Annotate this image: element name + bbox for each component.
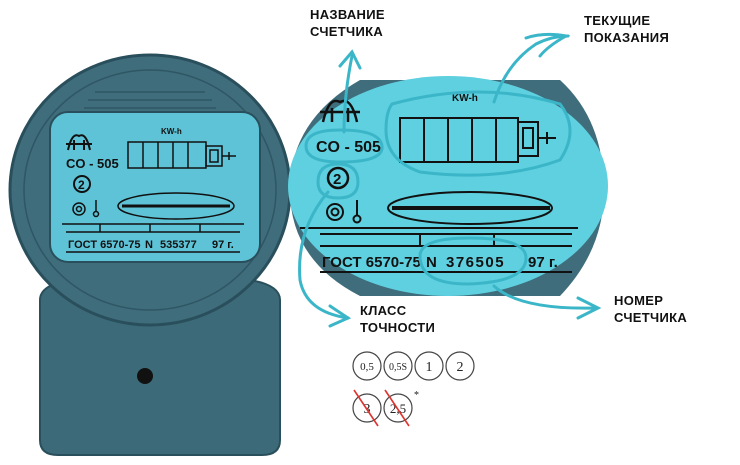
unit-label-small: KW-h <box>161 127 182 136</box>
arrow-head-accuracy-icon <box>328 304 352 328</box>
callout-line: СЧЕТЧИКА <box>310 24 384 39</box>
counter-register-zoom <box>399 117 556 163</box>
class-badge-zoom <box>326 166 350 190</box>
meter-display-zoom: KW-h CO - 505 2 <box>288 76 608 296</box>
class-circle-label: 1 <box>426 360 433 375</box>
accuracy-classes: 0,5 0,5S 1 2 3 2,5 * <box>352 351 475 427</box>
highlight-model-loop <box>304 128 384 164</box>
class-circle <box>445 351 475 381</box>
class-circle <box>414 351 444 381</box>
meter-display-small: KW-h CO - 505 2 <box>49 111 261 263</box>
arrow-to-readings <box>492 34 570 104</box>
standard-zoom: ГОСТ 6570-75 <box>322 254 421 271</box>
class-circle-crossed <box>352 393 382 423</box>
class-circle <box>352 351 382 381</box>
disc-window-zoom <box>387 191 553 225</box>
callout-line: ПОКАЗАНИЯ <box>584 30 670 45</box>
class-circle-label: 2 <box>457 360 464 375</box>
annotation-strokes <box>298 32 602 328</box>
disc-window-small <box>117 192 235 220</box>
manufacturer-logo-zoom-icon <box>320 99 360 123</box>
number-prefix-small: N <box>145 239 153 251</box>
year-zoom: 97 г. <box>528 254 558 271</box>
highlight-register-loop <box>384 90 572 177</box>
class-badge-small-text: 2 <box>78 178 85 192</box>
standard-small: ГОСТ 6570-75 <box>68 239 140 251</box>
installation-symbol-zoom-icon <box>326 200 362 224</box>
nameplate-lines-small <box>62 223 244 253</box>
callout-line: ТОЧНОСТИ <box>360 320 436 335</box>
callout-current-readings: ТЕКУЩИЕ ПОКАЗАНИЯ <box>584 12 669 46</box>
class-badge-zoom-text: 2 <box>333 171 341 188</box>
callout-line: СЧЕТЧИКА <box>614 310 688 325</box>
class-circle-label: 0,5 <box>360 361 374 373</box>
callout-line: КЛАСС <box>360 303 407 318</box>
installation-symbol-small-icon <box>72 200 100 218</box>
number-prefix-zoom: N <box>426 254 437 271</box>
callout-accuracy-class: КЛАСС ТОЧНОСТИ <box>360 302 435 336</box>
serial-zoom: 376505 <box>446 254 505 271</box>
model-label-zoom: CO - 505 <box>316 139 381 156</box>
arrow-to-number <box>492 284 598 310</box>
footnote-mark: * <box>414 390 419 401</box>
grille-lines <box>84 91 216 109</box>
cross-out-mark-icon <box>353 389 379 427</box>
class-circle <box>383 351 413 381</box>
class-circle-crossed <box>383 393 413 423</box>
arrow-to-name <box>342 54 354 134</box>
arrow-head-name-icon <box>338 49 362 70</box>
class-circle-label: 0,5S <box>389 362 407 373</box>
callout-meter-name: НАЗВАНИЕ СЧЕТЧИКА <box>310 6 385 40</box>
highlight-serial-loop <box>418 236 528 286</box>
manufacturer-logo-icon <box>66 134 92 151</box>
callout-meter-number: НОМЕР СЧЕТЧИКА <box>614 292 687 326</box>
callout-line: ТЕКУЩИЕ <box>584 13 651 28</box>
class-badge-small <box>73 175 91 193</box>
model-label-small: CO - 505 <box>66 156 119 171</box>
callout-line: НАЗВАНИЕ <box>310 7 385 22</box>
callout-line: НОМЕР <box>614 293 664 308</box>
arrow-head-number-icon <box>576 296 602 320</box>
seal-hole <box>137 368 153 384</box>
cross-out-mark-icon <box>384 389 410 427</box>
unit-label-zoom: KW-h <box>452 93 478 104</box>
counter-register-small <box>127 141 236 169</box>
year-small: 97 г. <box>212 239 234 251</box>
serial-small: 535377 <box>160 239 197 251</box>
nameplate-lines-zoom <box>300 227 578 273</box>
arrow-head-readings-icon <box>524 32 571 58</box>
highlight-class-loop <box>316 162 360 200</box>
arrow-to-accuracy <box>298 190 350 320</box>
